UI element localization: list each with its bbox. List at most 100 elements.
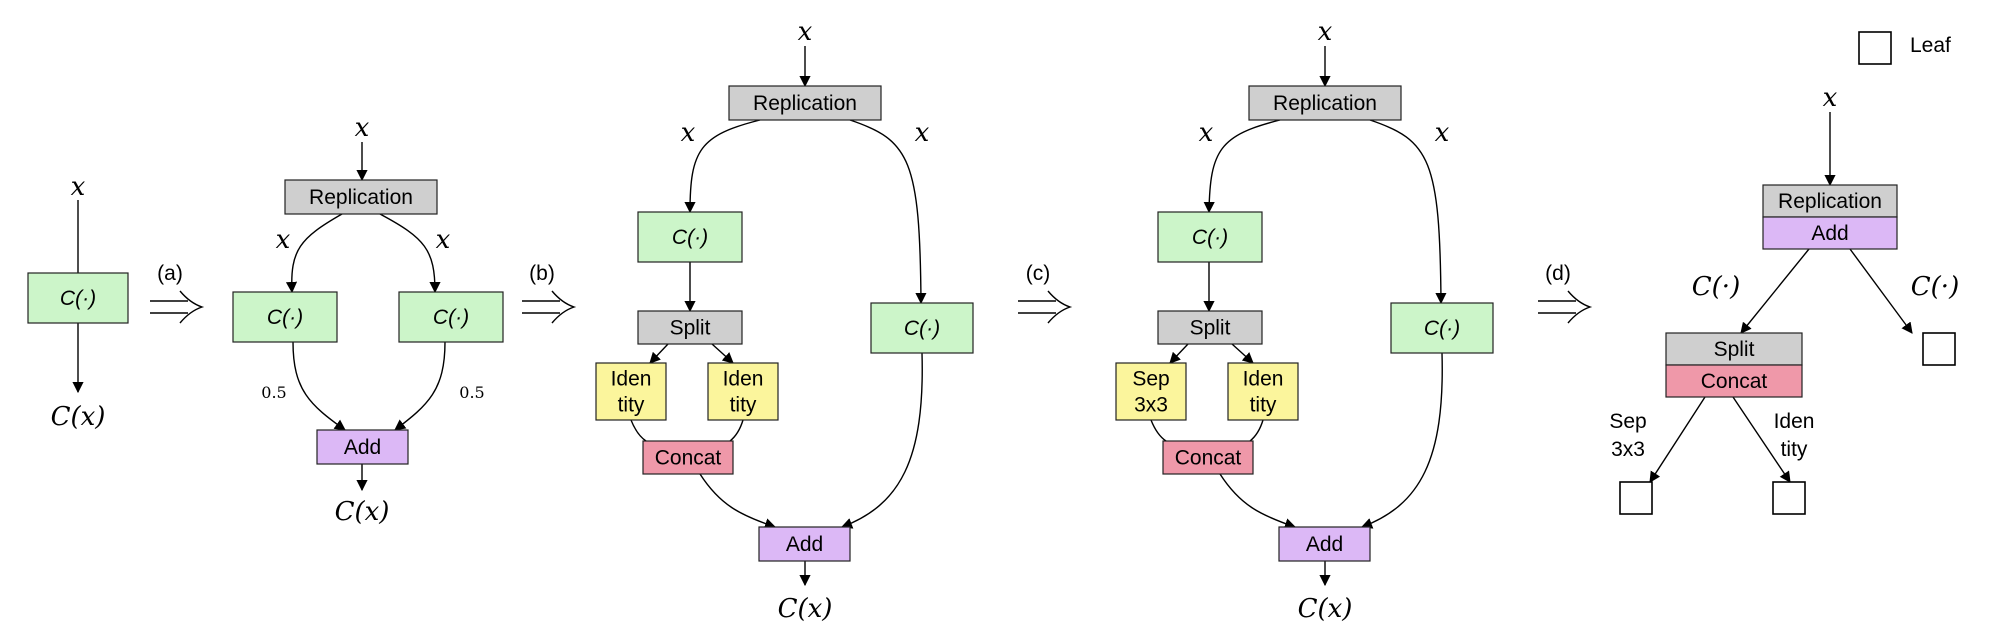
d1-cdot-node: C(·) <box>27 272 129 324</box>
d2-cdot-right-node: C(·) <box>398 291 504 343</box>
step-b-arrow <box>522 290 577 324</box>
step-a-label: (a) <box>157 262 183 285</box>
d5-cdot-left-label: C(·) <box>1692 272 1740 302</box>
d4-concat-node-box <box>1162 440 1254 475</box>
d4-concat-node: Concat <box>1162 440 1254 475</box>
d5-concat-node: Concat <box>1665 364 1803 398</box>
d4-cdot-left-node: C(·) <box>1157 211 1263 263</box>
d3-concat-node-label: Concat <box>655 447 722 470</box>
d5-edge-concat-right <box>1732 396 1791 483</box>
d1-x-label: x <box>71 172 86 202</box>
d5-add-node: Add <box>1762 216 1898 250</box>
d3-replication-node-box <box>728 85 882 121</box>
d4-identity-node-label: Iden <box>1243 368 1284 391</box>
d5-leaf-right <box>1922 332 1956 366</box>
d5-cdot-right-label: C(·) <box>1911 272 1959 302</box>
d4-split-node: Split <box>1157 310 1263 345</box>
d5-concat-node-label: Concat <box>1701 370 1768 393</box>
d3-x-right-label: x <box>915 118 930 148</box>
d2-edge-rep-left <box>285 213 343 294</box>
d2-cdot-right-node-label: C(·) <box>433 306 469 329</box>
d3-add-node-box <box>758 526 851 562</box>
d3-identity1-node: Iden tity <box>595 362 667 421</box>
d4-x-right-label: x <box>1435 118 1450 148</box>
d2-replication-node-box <box>284 179 438 215</box>
d4-replication-node-box <box>1248 85 1402 121</box>
d3-cdot-left-node-label: C(·) <box>672 226 708 249</box>
d5-split-node-label: Split <box>1714 338 1755 361</box>
d3-cdot-right-node-label: C(·) <box>904 317 940 340</box>
d3-edge-rep-right <box>849 119 927 305</box>
d2-x-right-label: x <box>436 225 451 255</box>
d2-edge-rep-right <box>379 213 441 294</box>
d4-edge-rep-right <box>1369 119 1447 305</box>
d3-edge-cright-add <box>840 352 923 529</box>
d4-cdot-right-node-label: C(·) <box>1424 317 1460 340</box>
d3-identity1-node-label: Iden <box>611 368 652 391</box>
d4-sep-node: Sep 3x3 <box>1115 362 1187 421</box>
d4-edge-cright-add <box>1360 352 1443 529</box>
d3-cdot-left-node: C(·) <box>637 211 743 263</box>
d3-split-node-label: Split <box>670 317 711 340</box>
step-b-label: (b) <box>529 262 555 285</box>
d2-edge-right-add <box>394 341 446 431</box>
d2-add-node-box <box>316 429 409 465</box>
d3-add-node: Add <box>758 526 851 562</box>
d2-cdot-right-node-box <box>398 291 504 343</box>
d2-cdot-left-node: C(·) <box>232 291 338 343</box>
d3-split-node-box <box>637 310 743 345</box>
d4-edge-rep-left <box>1203 119 1281 214</box>
d3-concat-node-box <box>642 440 734 475</box>
d3-x-label: x <box>798 17 813 47</box>
d5-edge-right <box>1849 248 1913 334</box>
d4-edge-split-id <box>1231 343 1254 364</box>
d4-sep-node-label: 3x3 <box>1134 394 1168 417</box>
d4-add-node: Add <box>1278 526 1371 562</box>
d1-cdot-node-label: C(·) <box>60 287 96 310</box>
d2-add-node-label: Add <box>344 436 381 459</box>
d3-replication-node: Replication <box>728 85 882 121</box>
d3-concat-node: Concat <box>642 440 734 475</box>
d4-edge-sep-concat <box>1150 419 1167 442</box>
d2-add-node: Add <box>316 429 409 465</box>
d4-edge-id-concat <box>1249 419 1264 442</box>
legend-leaf-box <box>1858 31 1892 65</box>
d2-weight-right-label: 0.5 <box>459 383 484 402</box>
d5-x-label: x <box>1823 83 1838 113</box>
d1-cx-label: C(x) <box>51 402 106 432</box>
d5-replication-node-label: Replication <box>1778 190 1882 213</box>
d2-x-left-label: x <box>276 225 291 255</box>
d3-cdot-right-node: C(·) <box>870 302 974 354</box>
d4-sep-node-box <box>1115 362 1187 421</box>
d4-identity-node-label: tity <box>1250 394 1277 417</box>
d5-identity2-label: tity <box>1781 438 1808 461</box>
d4-edge-split-sep <box>1169 343 1189 364</box>
d3-identity1-node-box <box>595 362 667 421</box>
d5-add-node-label: Add <box>1811 222 1848 245</box>
d3-edge-rep-left <box>684 119 761 214</box>
d3-cdot-left-node-box <box>637 211 743 263</box>
d5-edge-left <box>1740 248 1810 334</box>
edges-layer <box>72 46 1913 587</box>
d3-identity2-node-label: Iden <box>723 368 764 391</box>
step-d-label: (d) <box>1545 262 1571 285</box>
d2-x-label: x <box>355 113 370 143</box>
d3-replication-node-label: Replication <box>753 92 857 115</box>
d4-identity-node: Iden tity <box>1227 362 1299 421</box>
d2-cx-label: C(x) <box>335 497 390 527</box>
d4-replication-node: Replication <box>1248 85 1402 121</box>
d4-cx-label: C(x) <box>1298 594 1353 624</box>
d3-edge-id2-concat <box>729 419 744 442</box>
d4-sep-node-label: Sep <box>1132 368 1169 391</box>
d5-split-node: Split <box>1665 332 1803 366</box>
d2-edge-left-add <box>292 341 346 431</box>
d5-identity1-label: Iden <box>1774 410 1815 433</box>
d2-replication-node: Replication <box>284 179 438 215</box>
d3-cx-label: C(x) <box>778 594 833 624</box>
d5-leaf-left <box>1619 481 1653 515</box>
d5-add-node-box <box>1762 216 1898 250</box>
d3-identity1-node-label: tity <box>618 394 645 417</box>
d3-identity2-node-box <box>707 362 779 421</box>
